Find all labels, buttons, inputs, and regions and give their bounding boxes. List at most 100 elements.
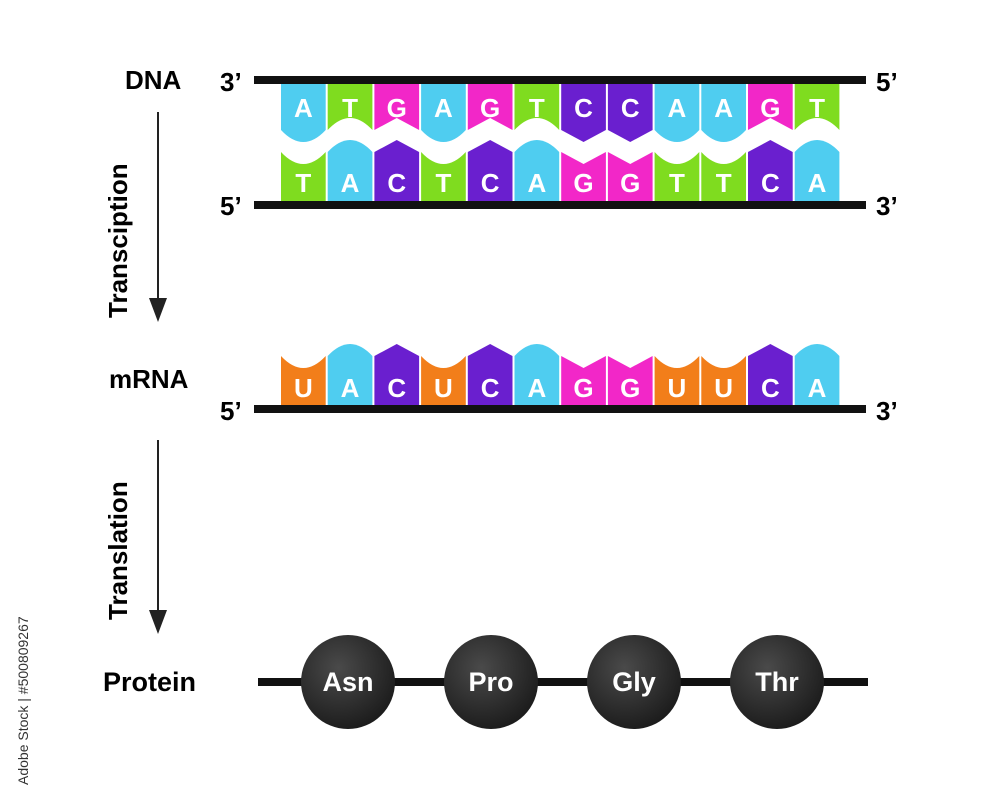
- dna-top-base-label-3: G: [387, 93, 407, 123]
- dna-top-base-12: [794, 80, 840, 130]
- dna-top-base-10: [701, 80, 746, 142]
- dna-bottom-backbone: [254, 201, 866, 209]
- dna-top-base-4: [421, 80, 466, 142]
- dna-bottom-base-label-10: T: [716, 168, 732, 198]
- mrna-base-11: [748, 344, 793, 409]
- dna-bottom-right-end: 3’: [876, 191, 898, 221]
- mrna-base-10: [701, 356, 746, 409]
- dna-bottom-base-label-3: C: [387, 168, 406, 198]
- dna-top-backbone: [254, 76, 866, 84]
- mrna-base-3: [374, 344, 420, 409]
- dna-bottom-base-11: [748, 140, 793, 205]
- stock-watermark: Adobe Stock | #500809267: [15, 616, 31, 785]
- dna-bottom-base-12: [794, 140, 840, 205]
- dna-bottom-base-5: [467, 140, 513, 205]
- mrna-backbone: [254, 405, 866, 413]
- dna-bottom-base-8: [607, 152, 653, 205]
- dna-bottom-base-2: [327, 140, 373, 205]
- mrna-base-1: [281, 356, 326, 409]
- mrna-base-label-6: A: [527, 373, 546, 403]
- dna-bottom-base-label-2: A: [341, 168, 360, 198]
- protein-backbone: [258, 678, 868, 686]
- mrna-base-8: [607, 356, 653, 409]
- amino-acid-1: [301, 635, 395, 729]
- mrna-base-5: [467, 344, 513, 409]
- mrna-base-label-2: A: [341, 373, 360, 403]
- mrna-base-2: [327, 344, 373, 409]
- mrna-base-4: [421, 356, 466, 409]
- dna-top-base-9: [654, 80, 700, 142]
- dna-bottom-base-label-9: T: [669, 168, 685, 198]
- translation-label: Translation: [103, 481, 133, 620]
- dna-bottom-base-label-1: T: [295, 168, 311, 198]
- dna-top-left-end: 3’: [220, 67, 242, 97]
- amino-acid-2: [444, 635, 538, 729]
- dna-bottom-base-7: [561, 152, 606, 205]
- mrna-base-label-4: U: [434, 373, 453, 403]
- dna-top-base-1: [281, 80, 326, 142]
- dna-bottom-base-label-5: C: [481, 168, 500, 198]
- dna-top-base-label-4: A: [434, 93, 453, 123]
- dna-bottom-base-9: [654, 152, 700, 205]
- mrna-right-end: 3’: [876, 396, 898, 426]
- dna-label: DNA: [125, 65, 182, 95]
- dna-top-base-label-11: G: [760, 93, 780, 123]
- mrna-base-label-8: G: [620, 373, 640, 403]
- dna-top-base-8: [607, 80, 653, 142]
- mrna-base-label-11: C: [761, 373, 780, 403]
- mrna-base-label-3: C: [387, 373, 406, 403]
- dna-top-right-end: 5’: [876, 67, 898, 97]
- mrna-base-label-12: A: [808, 373, 827, 403]
- dna-bottom-base-10: [701, 152, 746, 205]
- dna-top-base-5: [467, 80, 513, 130]
- dna-bottom-base-label-4: T: [436, 168, 452, 198]
- mrna-base-label-5: C: [481, 373, 500, 403]
- dna-top-base-3: [374, 80, 420, 130]
- dna-bottom-base-4: [421, 152, 466, 205]
- dna-bottom-base-3: [374, 140, 420, 205]
- dna-top-base-label-6: T: [529, 93, 545, 123]
- dna-top-base-label-1: A: [294, 93, 313, 123]
- mrna-base-label-7: G: [573, 373, 593, 403]
- dna-top-base-label-5: G: [480, 93, 500, 123]
- transcription-arrow: [149, 112, 167, 322]
- transcription-label: Transciption: [103, 163, 133, 318]
- dna-top-base-11: [748, 80, 793, 130]
- amino-acid-label-1: Asn: [322, 667, 373, 697]
- amino-acid-label-4: Thr: [755, 667, 799, 697]
- dna-top-base-label-7: C: [574, 93, 593, 123]
- mrna-base-label-1: U: [294, 373, 313, 403]
- mrna-left-end: 5’: [220, 396, 242, 426]
- mrna-label: mRNA: [109, 364, 189, 394]
- translation-arrow: [149, 440, 167, 634]
- mrna-base-label-9: U: [668, 373, 687, 403]
- dna-bottom-base-label-7: G: [573, 168, 593, 198]
- dna-bottom-base-label-6: A: [527, 168, 546, 198]
- dna-bottom-base-6: [514, 140, 560, 205]
- amino-acid-3: [587, 635, 681, 729]
- protein-chain: Asn Pro Gly Thr: [301, 635, 824, 729]
- mrna-base-6: [514, 344, 560, 409]
- amino-acid-4: [730, 635, 824, 729]
- amino-acid-label-2: Pro: [468, 667, 513, 697]
- dna-bottom-base-label-12: A: [808, 168, 827, 198]
- dna-top-base-label-8: C: [621, 93, 640, 123]
- dna-top-base-label-2: T: [342, 93, 358, 123]
- dna-bottom-base-label-8: G: [620, 168, 640, 198]
- amino-acid-label-3: Gly: [612, 667, 656, 697]
- mrna-base-7: [561, 356, 606, 409]
- dna-top-base-2: [327, 80, 373, 130]
- dna-bottom-base-label-11: C: [761, 168, 780, 198]
- dna-top-base-label-12: T: [809, 93, 825, 123]
- mrna-base-12: [794, 344, 840, 409]
- protein-label: Protein: [103, 667, 196, 697]
- mrna-base-9: [654, 356, 700, 409]
- dna-bottom-base-1: [281, 152, 326, 205]
- dna-top-base-6: [514, 80, 560, 130]
- dna-top-base-label-10: A: [714, 93, 733, 123]
- dna-top-base-label-9: A: [668, 93, 687, 123]
